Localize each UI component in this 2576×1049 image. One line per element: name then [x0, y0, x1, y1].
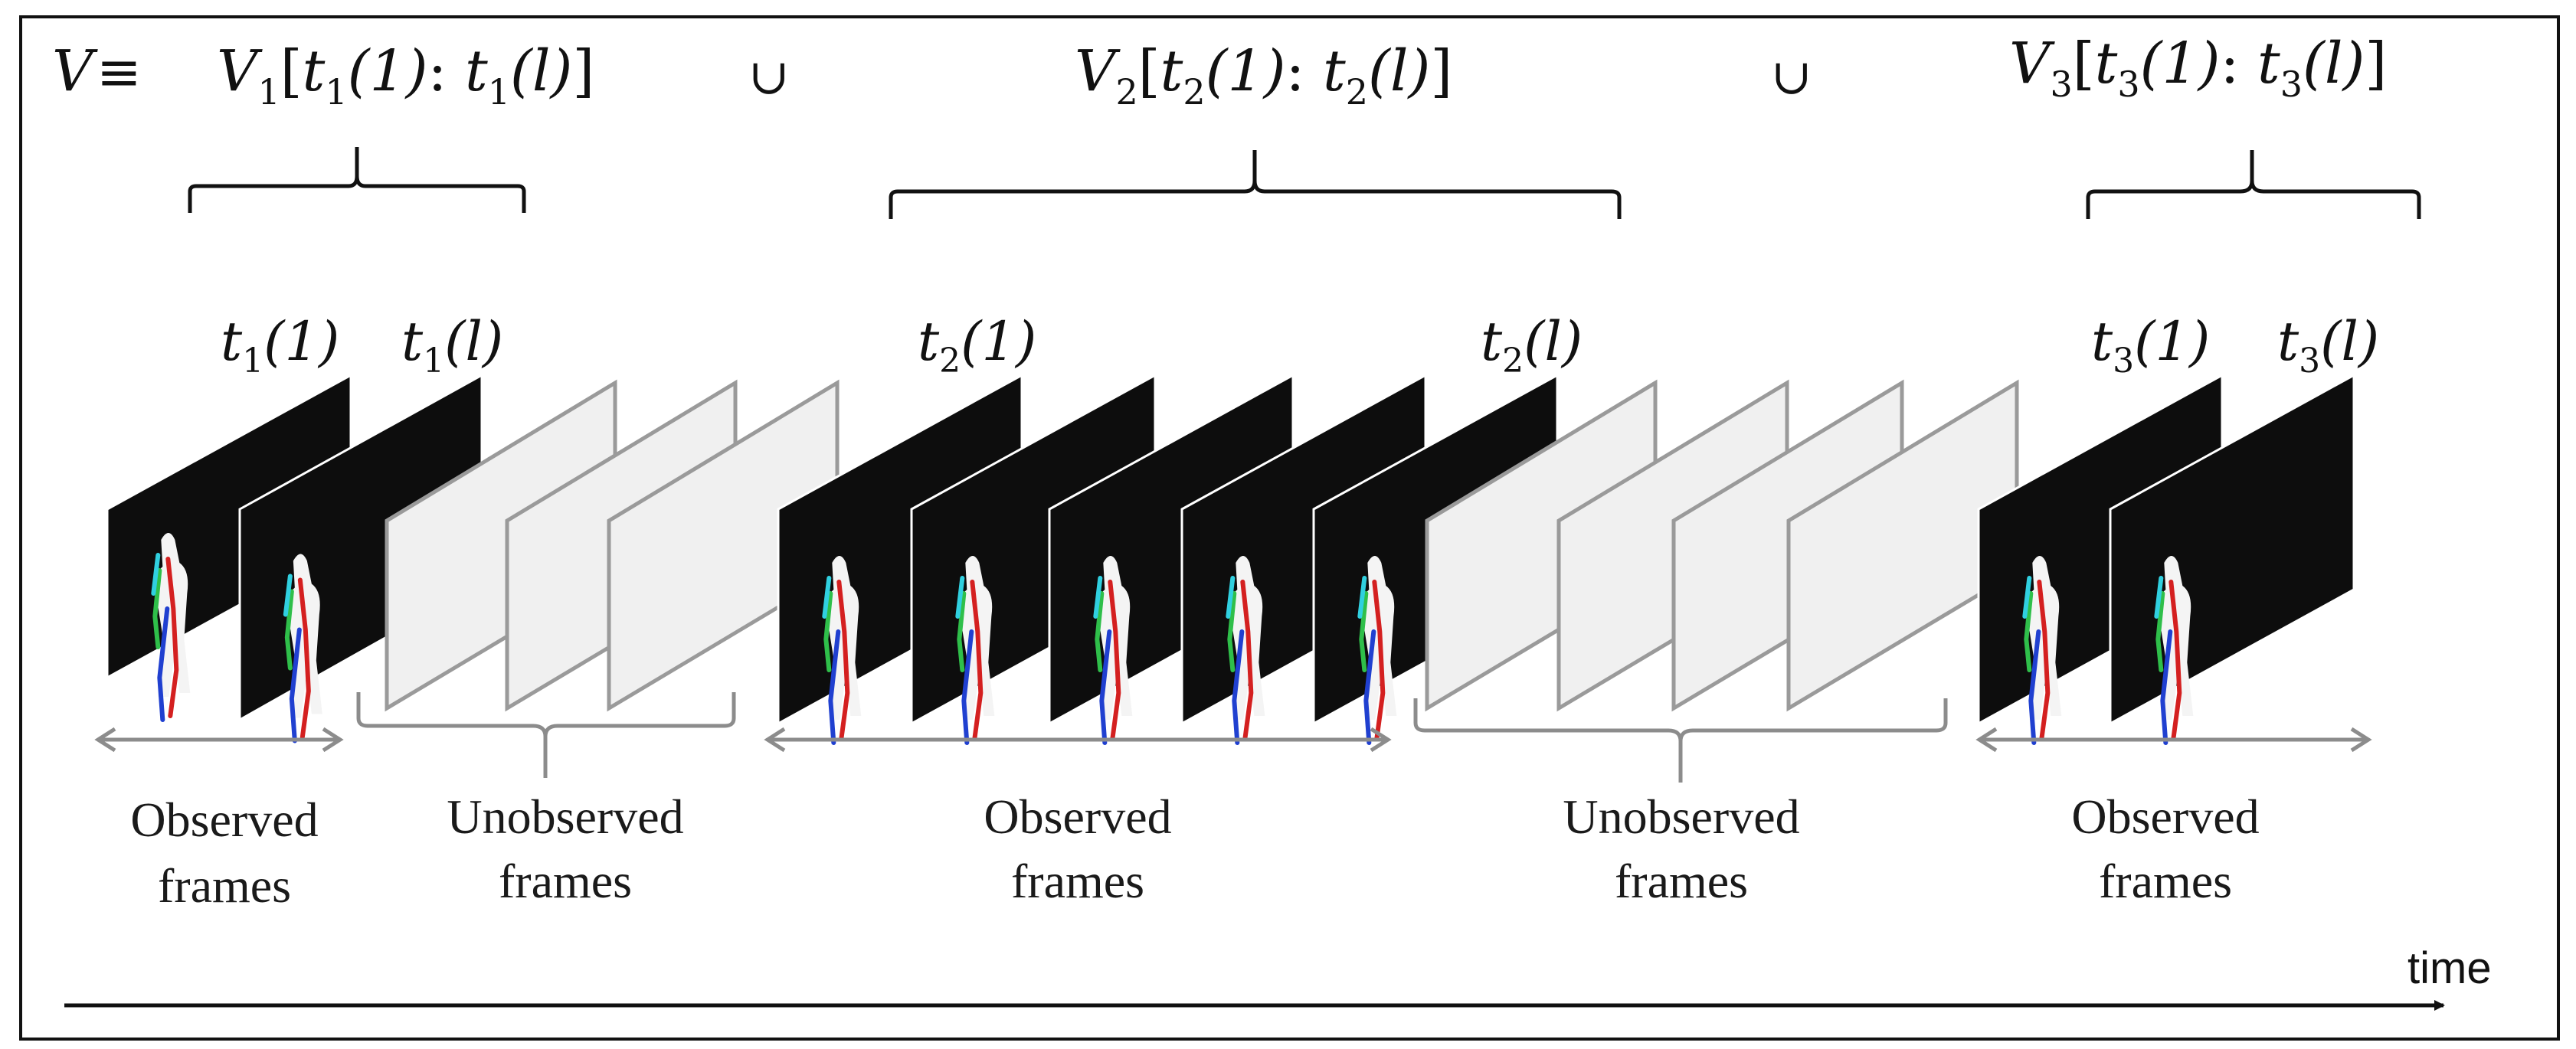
segment-markers	[94, 692, 2372, 783]
frame-label-t1-l: t1(l)	[401, 310, 503, 381]
segment-1-label-line1: Observed	[130, 792, 318, 847]
brace-segment-3	[2086, 150, 2421, 219]
segment-2-label-line1: Unobserved	[447, 789, 683, 844]
segment-5-label-line2: frames	[2099, 854, 2232, 908]
time-label: time	[2407, 943, 2492, 993]
figure-border	[19, 15, 2560, 1041]
union-symbol-1: ∪	[748, 49, 790, 106]
top-braces	[188, 147, 2421, 219]
skeleton-figure-2	[283, 554, 322, 743]
equation-term-3: V3[t3(1): t3(l)]	[2009, 31, 2387, 105]
skeleton-figure-7	[1357, 556, 1397, 745]
observed-span-arrow-3	[1975, 727, 2372, 753]
observed-span-arrow-1	[94, 727, 344, 753]
skeleton-figure-1	[151, 533, 191, 722]
equiv-symbol: ≡	[97, 41, 142, 103]
skeleton-figure-6	[1226, 556, 1265, 745]
segment-4-label-line2: frames	[1615, 854, 1748, 908]
frame-label-t2-1: t2(1)	[918, 310, 1036, 381]
equation-term-1: V1[t1(1): t1(l)]	[217, 38, 594, 113]
frame-stack	[106, 373, 2355, 745]
frame-labels: t1(1) t1(l) t2(1) t2(l) t3(1) t3(l)	[221, 310, 2379, 381]
frame-label-t1-1: t1(1)	[221, 310, 339, 381]
segment-2-label-line2: frames	[499, 854, 632, 908]
time-axis: time	[64, 943, 2492, 1011]
union-symbol-2: ∪	[1771, 49, 1812, 106]
frame-label-t2-l: t2(l)	[1481, 310, 1583, 381]
segment-4-label-line1: Unobserved	[1563, 789, 1799, 844]
brace-segment-1	[188, 147, 526, 213]
equation: V ≡ V1[t1(1): t1(l)] ∪ V2[t2(1): t2(l)] …	[52, 31, 2387, 113]
skeleton-figure-4	[955, 556, 995, 745]
skeleton-figure-9	[2154, 556, 2194, 745]
segment-3-label-line1: Observed	[984, 789, 1171, 844]
skeleton-figure-5	[1093, 556, 1133, 745]
segment-labels: Observed frames Unobserved frames Observ…	[130, 789, 2259, 913]
segment-1-label-line2: frames	[158, 858, 291, 913]
frame-label-t3-1: t3(1)	[2091, 310, 2210, 381]
frame-label-t3-l: t3(l)	[2277, 310, 2379, 381]
skeleton-figure-3	[822, 556, 862, 745]
observed-span-arrow-2	[764, 727, 1392, 753]
segment-5-label-line1: Observed	[2071, 789, 2259, 844]
segment-3-label-line2: frames	[1011, 854, 1144, 908]
skeleton-figure-8	[2022, 556, 2062, 745]
unobserved-brace-2	[1413, 698, 1948, 783]
unobserved-brace-1	[356, 692, 736, 778]
brace-segment-2	[889, 150, 1622, 219]
lhs-variable: V	[52, 38, 98, 104]
equation-term-2: V2[t2(1): t2(l)]	[1075, 38, 1452, 113]
